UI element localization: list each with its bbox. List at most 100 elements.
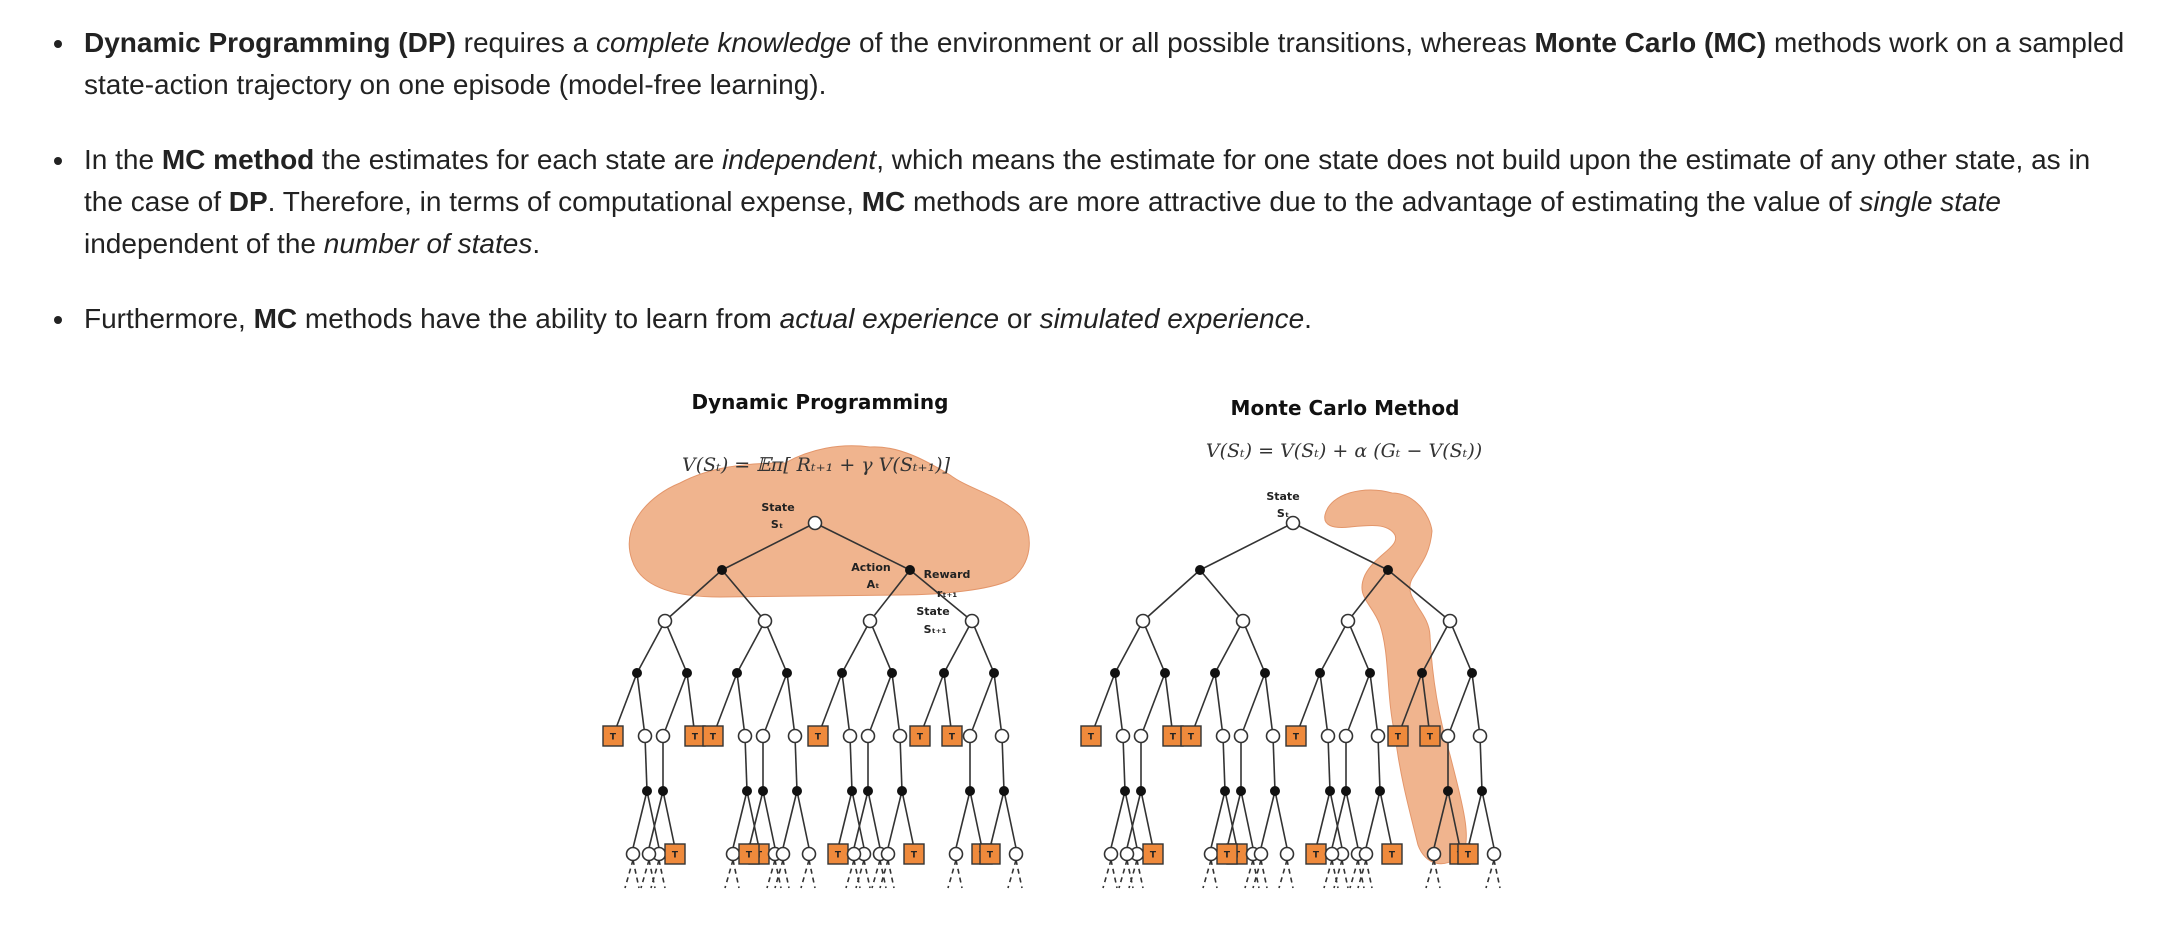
tree-edge [1329, 790, 1343, 849]
continuation-edge [1118, 859, 1128, 889]
continuation-edge [887, 859, 895, 889]
action-node [1383, 565, 1393, 575]
tree-edge [969, 672, 995, 737]
tree-edge [1347, 620, 1371, 674]
mc-state-label: State [1266, 490, 1299, 503]
continuation-edge [1252, 859, 1262, 889]
continuation-edge [855, 859, 865, 889]
continuation-edge [1341, 859, 1349, 889]
text-run: methods have the ability to learn from [297, 303, 780, 334]
tree-edge [1122, 735, 1126, 792]
continuation-edge [724, 859, 734, 889]
terminal-label: T [1150, 851, 1157, 861]
terminal-node [1457, 843, 1479, 865]
tree-edge [1214, 672, 1224, 737]
bullet-item-dp-vs-mc: Dynamic Programming (DP) requires a comp… [50, 22, 2130, 106]
action-node [782, 668, 792, 678]
continuation-edge [1425, 859, 1435, 889]
tree-edge [1210, 790, 1226, 849]
italic-text: number of states [323, 228, 533, 259]
terminal-node [664, 843, 686, 865]
bold-text: Dynamic Programming (DP) [84, 27, 456, 58]
tree-edge [1421, 620, 1451, 674]
state-node [1135, 613, 1151, 629]
terminal-label: T [1170, 733, 1177, 743]
state-node [846, 846, 862, 862]
mc-state-sub: Sₜ [1277, 507, 1289, 520]
text-run: or [999, 303, 1040, 334]
action-node [1341, 786, 1351, 796]
tree-edge [1274, 790, 1288, 849]
continuation-edge [1485, 859, 1495, 889]
tree-edge [1199, 522, 1294, 571]
continuation-edge [1007, 859, 1017, 889]
state-node [1265, 728, 1281, 744]
terminal-node [602, 725, 624, 747]
terminal-node [1381, 843, 1403, 865]
tree-edge [969, 790, 983, 849]
continuation-edge [640, 859, 650, 889]
terminal-label: T [815, 733, 822, 743]
italic-text: actual experience [779, 303, 1000, 334]
terminal-node [738, 843, 760, 865]
tree-edge [1345, 790, 1359, 849]
tree-edge [1114, 620, 1144, 674]
tree-edge [721, 569, 766, 622]
dp-next-state-sub: Sₜ₊₁ [924, 623, 947, 636]
action-node [717, 565, 727, 575]
tree-edge [1327, 735, 1331, 792]
tree-edge [841, 620, 871, 674]
tree-edge [1481, 790, 1495, 849]
italic-text: simulated experience [1039, 303, 1305, 334]
continuation-edge [1493, 859, 1501, 889]
text-run: , which means the estimate for one state… [84, 144, 2091, 217]
tree-edge [748, 790, 764, 849]
tree-edge [869, 569, 911, 622]
tree-edge [664, 620, 688, 674]
action-node [632, 668, 642, 678]
tree-edge [796, 790, 810, 849]
tree-edge [851, 790, 865, 849]
tree-edge [1379, 790, 1393, 849]
tree-edge [721, 522, 816, 571]
state-node [1133, 728, 1149, 744]
action-node [1443, 786, 1453, 796]
tree-edge [943, 620, 973, 674]
continuation-edge [774, 859, 782, 889]
tree-edge [786, 672, 796, 737]
tree-edge [1140, 790, 1154, 849]
continuation-edge [1210, 859, 1218, 889]
state-node [641, 846, 657, 862]
tree-edge [1467, 790, 1483, 849]
continuation-edge [955, 859, 963, 889]
terminal-label: T [1395, 733, 1402, 743]
action-node [1236, 786, 1246, 796]
tree-edge [955, 790, 971, 849]
action-node [1365, 668, 1375, 678]
terminal-label: T [949, 733, 956, 743]
continuation-edge [1102, 859, 1112, 889]
tree-edge [1447, 790, 1461, 849]
text-run: requires a [455, 27, 596, 58]
tree-edge [993, 672, 1003, 737]
action-node [1160, 668, 1170, 678]
tree-edge [989, 790, 1005, 849]
dp-title: Dynamic Programming [692, 390, 949, 414]
state-node [1233, 728, 1249, 744]
dp-reward-sub: rₜ₊₁ [937, 587, 957, 600]
action-node [1110, 668, 1120, 678]
bold-text: MC method [161, 144, 315, 175]
terminal-label: T [692, 733, 699, 743]
tree-edge [1142, 569, 1201, 622]
bold-text: DP [228, 186, 268, 217]
continuation-edge [853, 859, 861, 889]
tree-edge [736, 672, 746, 737]
state-node [755, 728, 771, 744]
action-node [1477, 786, 1487, 796]
tree-edge [1199, 569, 1244, 622]
tree-edge [1387, 569, 1451, 622]
continuation-edge [658, 859, 666, 889]
